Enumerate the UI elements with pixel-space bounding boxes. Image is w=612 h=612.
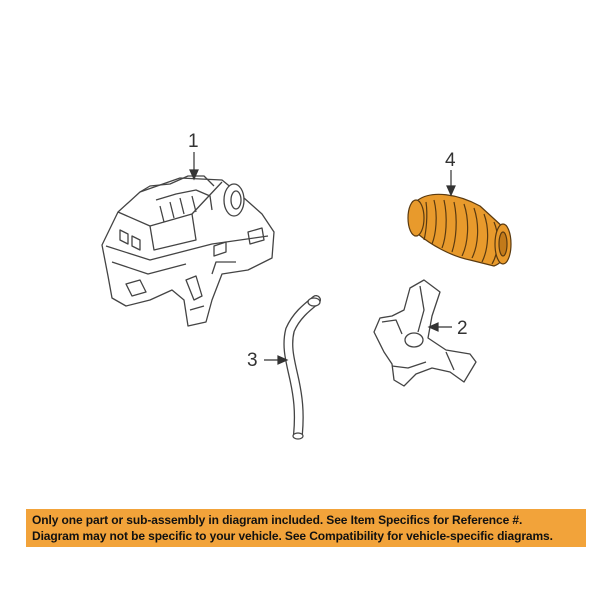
callout-3: 3 <box>247 350 258 371</box>
callout-2: 2 <box>457 318 468 339</box>
callout-1: 1 <box>188 131 199 152</box>
part-4-intake-hose <box>407 193 512 267</box>
callout-4: 4 <box>445 150 456 171</box>
notice-line-1: Only one part or sub-assembly in diagram… <box>32 513 523 527</box>
part-1-air-cleaner-housing <box>101 175 275 327</box>
notice-line-2: Diagram may not be specific to your vehi… <box>32 529 553 543</box>
notice-banner: Only one part or sub-assembly in diagram… <box>26 509 586 547</box>
part-3-breather-hose <box>283 295 321 440</box>
leader-lines <box>189 152 456 365</box>
part-2-air-duct <box>373 279 477 387</box>
